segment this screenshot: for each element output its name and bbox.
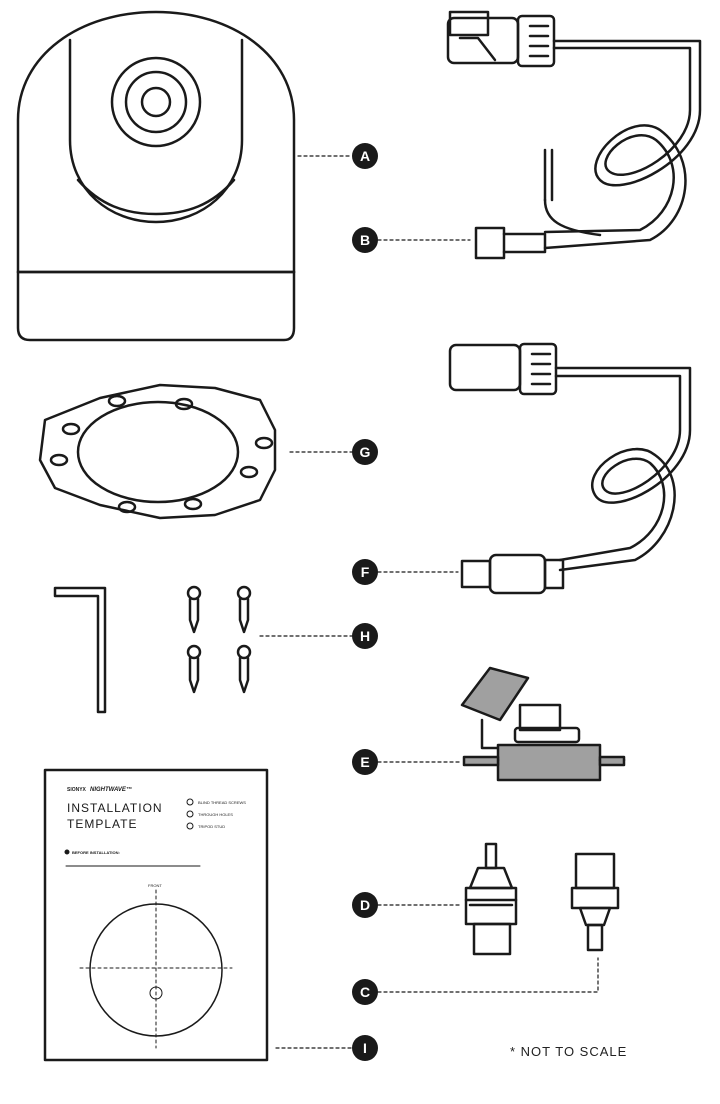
bnc-adapter (464, 842, 518, 956)
svg-text:I: I (363, 1040, 367, 1056)
callout-b: B (352, 227, 378, 253)
template-legend-3: TRIPOD STUD (198, 824, 225, 829)
fuse-holder (460, 666, 626, 782)
callout-i: I (352, 1035, 378, 1061)
hex-wrench-and-screws (53, 585, 252, 714)
callout-e: E (352, 749, 378, 775)
callout-d: D (352, 892, 378, 918)
callout-a: A (352, 143, 378, 169)
usb-cable (448, 342, 692, 595)
svg-text:B: B (360, 232, 370, 248)
power-cable (446, 10, 702, 260)
callout-f: F (352, 559, 378, 585)
template-brand: SIONYX (67, 787, 87, 793)
leader-lines (259, 155, 599, 1049)
rca-adapter (570, 852, 620, 952)
svg-text:A: A (360, 148, 370, 164)
svg-text:E: E (360, 754, 369, 770)
svg-text:C: C (360, 984, 370, 1000)
template-product: NIGHTWAVE™ (90, 786, 132, 793)
svg-text:H: H (360, 628, 370, 644)
not-to-scale-note: * NOT TO SCALE (510, 1044, 628, 1059)
callout-c: C (352, 979, 378, 1005)
template-before-installation: BEFORE INSTALLATION: (72, 850, 120, 855)
mounting-plate (38, 383, 277, 520)
camera-unit (16, 10, 296, 342)
template-legend-2: THROUGH HOLES (198, 812, 233, 817)
template-title-2: TEMPLATE (67, 817, 137, 831)
installation-template (43, 768, 269, 1062)
svg-text:G: G (360, 444, 371, 460)
callout-h: H (352, 623, 378, 649)
svg-text:D: D (360, 897, 370, 913)
callout-g: G (352, 439, 378, 465)
svg-text:F: F (361, 564, 370, 580)
template-legend-1: BLIND THREAD SCREWS (198, 800, 246, 805)
template-title-1: INSTALLATION (67, 801, 163, 815)
template-front-label: FRONT (148, 883, 162, 888)
